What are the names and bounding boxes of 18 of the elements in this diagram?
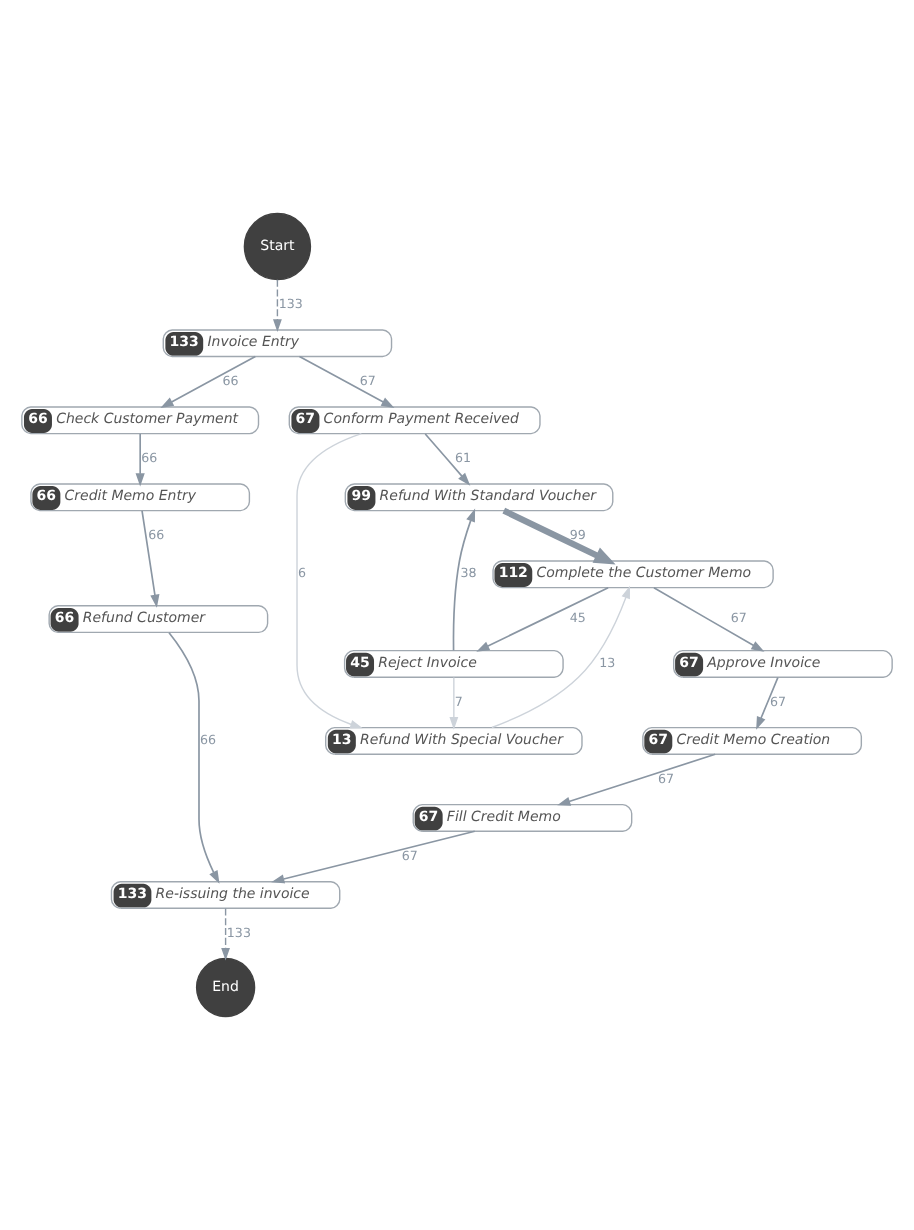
arrow: [296, 432, 363, 729]
arrow: [502, 507, 616, 565]
arrow: [141, 510, 160, 608]
arrow: [273, 279, 282, 332]
arrow: [452, 508, 476, 652]
arrow: [271, 830, 476, 884]
arrow: [135, 433, 145, 487]
arrow: [221, 907, 230, 961]
arrow: [557, 753, 717, 806]
arrow: [168, 631, 220, 884]
arrow: [491, 585, 630, 729]
arrow: [449, 676, 459, 730]
arrow: [476, 586, 609, 652]
arrow: [424, 433, 471, 486]
arrow: [160, 355, 257, 408]
arrow: [756, 676, 779, 730]
arrow: [298, 355, 395, 408]
arrow: [653, 586, 765, 652]
